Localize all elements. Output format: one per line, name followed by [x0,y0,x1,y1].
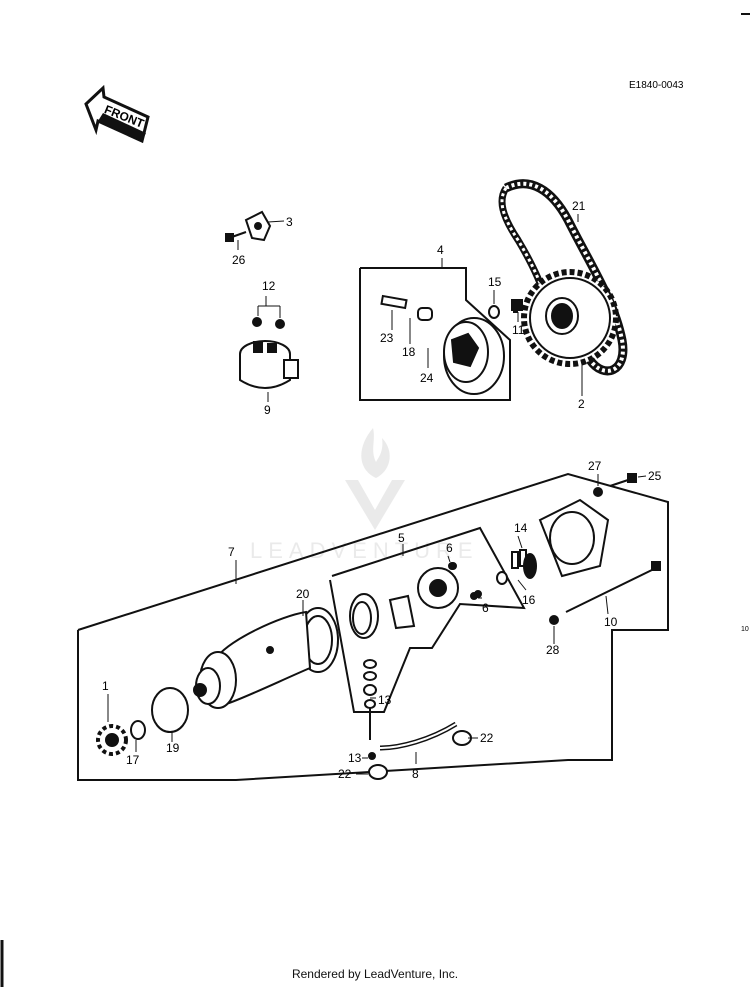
lead-wire-part [368,721,472,780]
group-5-outline [329,526,526,713]
callout-12: 12 [262,279,276,293]
front-arrow-icon: FRONT [84,84,150,144]
pin-part [380,294,505,395]
footer-credit: Rendered by LeadVenture, Inc. [291,967,459,981]
starter-motor-part [193,607,339,709]
callout-17: 17 [126,753,140,767]
callout-14: 14 [514,521,528,535]
bracket-part [225,210,272,242]
callout-19: 19 [166,741,180,755]
starter-relay-part [239,317,299,389]
end-cover-part [449,498,610,598]
callout-25: 25 [648,469,662,483]
callout-16: 16 [522,593,536,607]
brush-plate-part [349,562,478,639]
diagram-code: E1840-0043 [629,80,684,91]
callout-13b: 13 [348,751,362,765]
edge-mark: 10 [741,626,749,633]
callout-20: 20 [296,587,310,601]
callout-23: 23 [380,331,394,345]
callout-13a: 13 [378,693,392,707]
callout-2: 2 [578,397,585,411]
callout-6b: 6 [482,601,489,615]
callout-7: 7 [228,545,235,559]
bolt-part [593,473,637,497]
callout-1: 1 [102,679,109,693]
callout-10: 10 [604,615,618,629]
watermark-text: LEADVENTURE [250,538,479,563]
washer-part [488,299,523,319]
callout-26: 26 [232,253,246,267]
callout-24: 24 [420,371,434,385]
callout-28: 28 [546,643,560,657]
sprocket-part [521,269,619,367]
callout-22b: 22 [338,767,352,781]
callout-27: 27 [588,459,602,473]
through-bolt-part [549,561,661,625]
o-ring-part [96,687,189,756]
callout-22a: 22 [480,731,494,745]
group-7-outline [77,472,669,781]
callout-15: 15 [488,275,502,289]
callout-3: 3 [286,215,293,229]
callout-18: 18 [402,345,416,359]
callout-21: 21 [572,199,586,213]
callout-4: 4 [437,243,444,257]
callout-8: 8 [412,767,419,781]
callout-11: 11 [512,323,525,337]
watermark-logo: LEADVENTURE [250,428,479,563]
callout-9: 9 [264,403,271,417]
callout-5: 5 [398,531,405,545]
washer-stack-part [363,659,377,760]
callout-6a: 6 [446,541,453,555]
group-4-outline [359,267,511,401]
